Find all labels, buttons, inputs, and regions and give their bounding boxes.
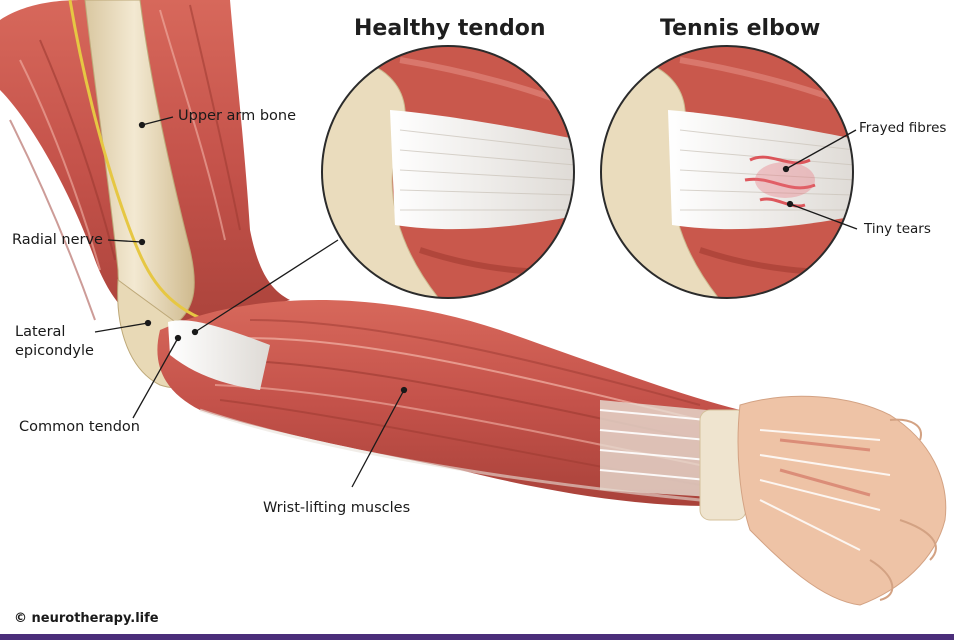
healthy-tendon-heading: Healthy tendon [354,16,546,41]
radial-nerve-label: Radial nerve [12,232,103,248]
tennis-elbow-heading: Tennis elbow [660,16,821,41]
tiny-tears-label: Tiny tears [864,221,931,237]
radial-nerve-shape [68,0,201,320]
wrist-tendons [599,400,761,521]
common-tendon-label: Common tendon [19,419,140,435]
common-tendon-shape [168,320,270,390]
upper-arm-bone-label: Upper arm bone [178,108,297,124]
copyright-footer: © neurotherapy.life [14,611,159,626]
tennis-elbow-closeup [600,45,854,299]
footer-bar [0,634,954,640]
healthy-tendon-closeup [321,45,575,299]
leader-lines [94,116,858,488]
frayed-fibres-label: Frayed fibres [859,120,947,136]
wrist-lifting-muscles-label: Wrist-lifting muscles [263,500,411,516]
lateral-epicondyle-label-line1: Lateral [15,324,66,340]
hand-shape [737,395,947,606]
lateral-epicondyle-label-line2: epicondyle [15,343,94,359]
